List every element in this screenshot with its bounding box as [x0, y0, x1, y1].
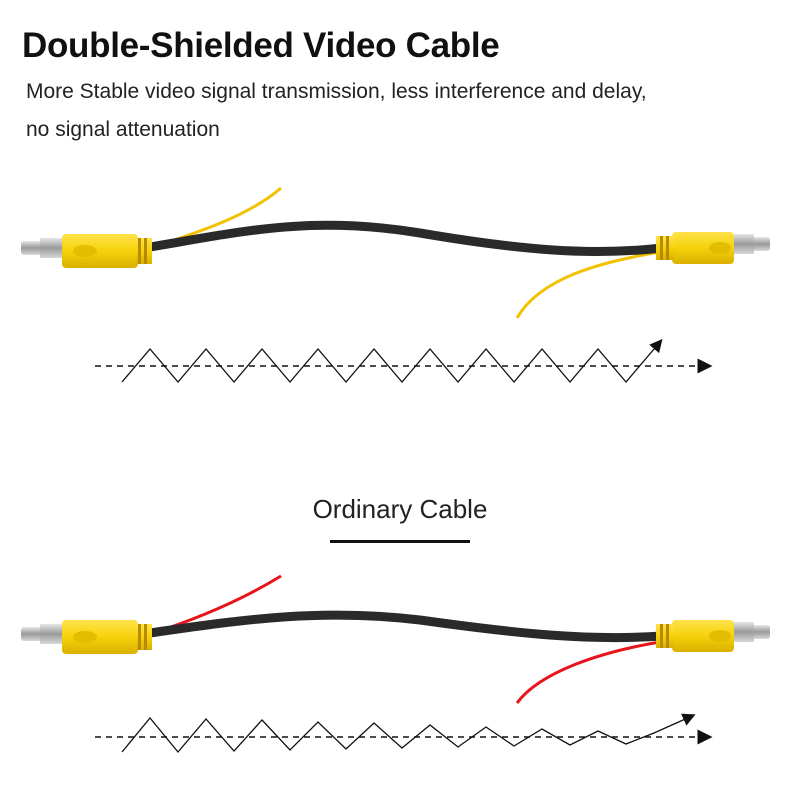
ordinary-wire-right [515, 640, 661, 704]
ordinary-signal-diagram [95, 713, 713, 754]
subtitle-line-1: More Stable video signal transmission, l… [26, 80, 647, 103]
label-underline [330, 540, 470, 543]
ordinary-cable-label: Ordinary Cable [312, 494, 488, 524]
rca-plug-right-top [656, 232, 770, 264]
shielded-signal-diagram [95, 339, 713, 384]
shield-wire-right [515, 250, 661, 319]
shielded-cable [21, 186, 770, 319]
ordinary-cable-body [145, 610, 667, 643]
signal-wave-top [121, 339, 663, 384]
rca-plug-left-top [21, 234, 152, 268]
page-title: Double-Shielded Video Cable [22, 26, 500, 65]
rca-plug-left-bottom [21, 620, 152, 654]
shielded-cable-body [145, 220, 667, 256]
signal-wave-bottom [121, 713, 696, 754]
subtitle-line-2: no signal attenuation [26, 118, 220, 141]
ordinary-cable [21, 574, 770, 704]
rca-plug-right-bottom [656, 620, 770, 652]
